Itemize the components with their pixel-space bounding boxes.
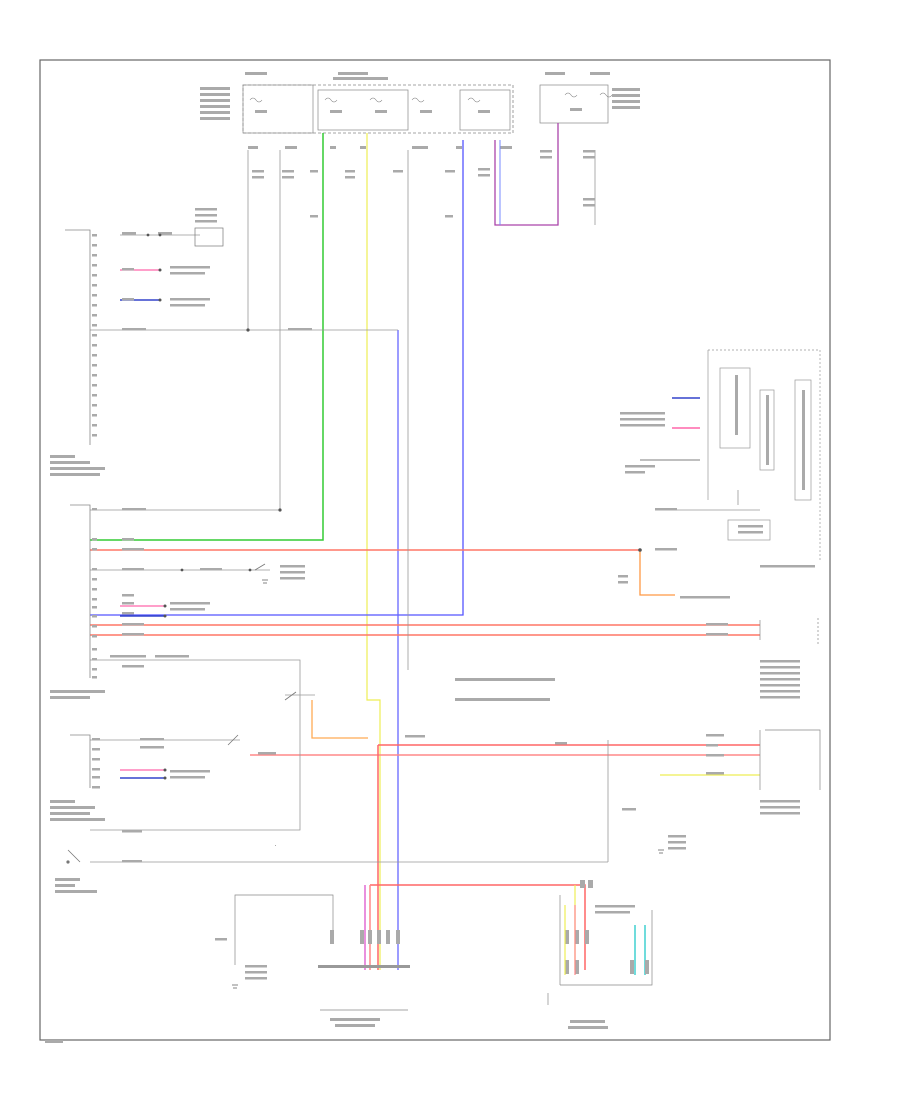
wire-pink — [120, 269, 366, 970]
wire-blue — [90, 140, 464, 970]
connector-pin-numbers-left — [92, 234, 100, 789]
wire-dark-blue — [120, 299, 700, 779]
wire-gray — [90, 150, 760, 863]
fuse-symbols — [249, 92, 613, 103]
combination-meter-module — [707, 349, 821, 560]
wire-labels — [110, 150, 728, 941]
left-component-labels — [50, 455, 105, 893]
bottom-connector-pins-right — [565, 880, 649, 1029]
wire-red-main — [90, 549, 760, 970]
right-connector-stubs — [737, 490, 821, 790]
connector-strip-body-control — [65, 229, 91, 788]
fuse-box-middle — [317, 89, 409, 131]
fuse-relay-block-top — [200, 72, 640, 149]
center-notes — [455, 678, 555, 701]
left-relay-component — [194, 227, 224, 247]
switch-symbols — [66, 563, 297, 864]
relay-box-top-right — [539, 84, 609, 124]
page-id — [45, 1040, 63, 1043]
right-connector-pins — [640, 427, 700, 461]
bottom-wire-colors — [564, 905, 576, 975]
diagram-border — [39, 59, 831, 1041]
ground-symbols — [232, 579, 664, 989]
wire-violet — [494, 123, 559, 226]
bottom-module-left — [234, 894, 410, 1011]
wire-yellow — [366, 133, 381, 970]
fuse-box-right — [459, 89, 511, 131]
bottom-module-right — [547, 895, 653, 1005]
wire-yellow-small — [574, 774, 760, 970]
wire-green — [90, 133, 324, 541]
fuse-box-left — [242, 84, 314, 134]
connector-markers — [146, 233, 642, 780]
wire-orange — [311, 550, 675, 739]
wire-cyan — [634, 925, 646, 975]
bottom-connector-pins-left — [330, 930, 400, 1027]
